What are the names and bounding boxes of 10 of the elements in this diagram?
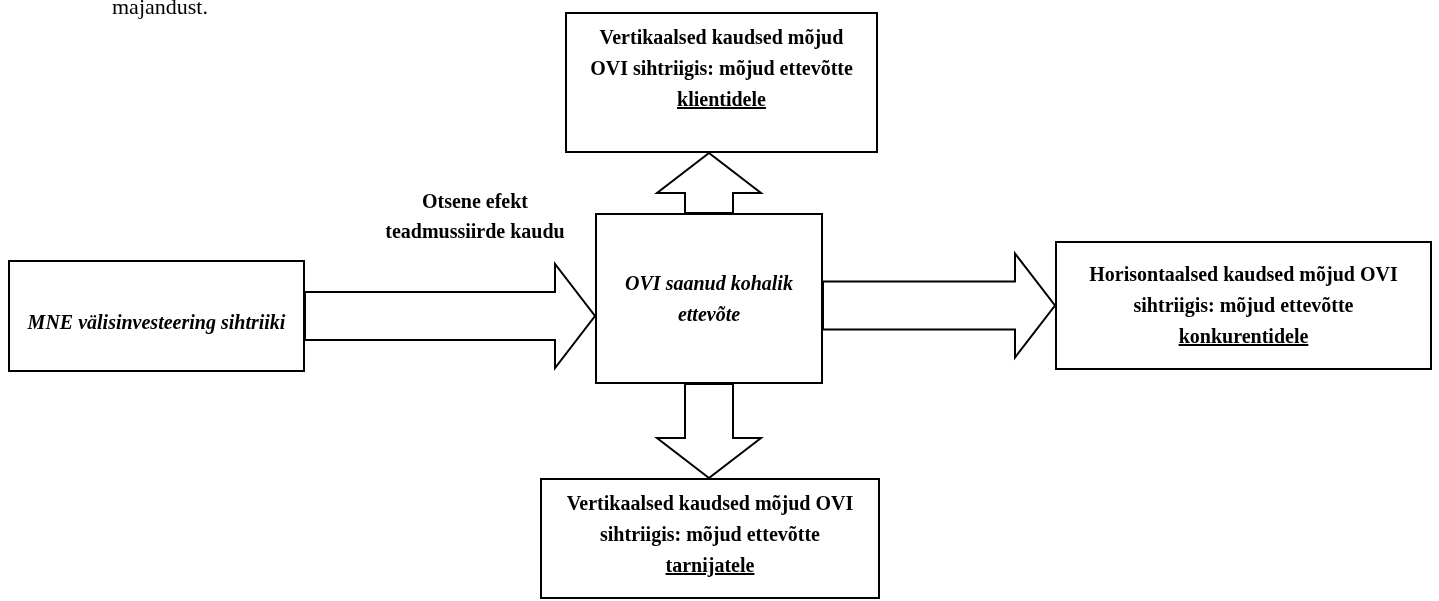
block-arrow: [822, 250, 1057, 361]
text-box: MNE välisinvesteering sihtriiki: [8, 260, 305, 372]
block-arrow: [304, 261, 597, 371]
edge-label: Otsene efekt teadmussiirde kaudu: [384, 189, 566, 244]
block-arrow: [654, 383, 764, 480]
text-box: Vertikaalsed kaudsed mõjud OVI sihtriigis: mõjud ettevõtte tarnijatele: [540, 478, 880, 599]
text-box: Horisontaalsed kaudsed mõjud OVI sihtriigis: mõjud ettevõtte konkurentidele: [1055, 241, 1432, 370]
text-box: OVI saanud kohalik ettevõte: [595, 213, 823, 384]
text-box: Vertikaalsed kaudsed mõjud OVI sihtriigis: mõjud ettevõtte klientidele: [565, 12, 878, 153]
block-arrow: [654, 151, 764, 214]
